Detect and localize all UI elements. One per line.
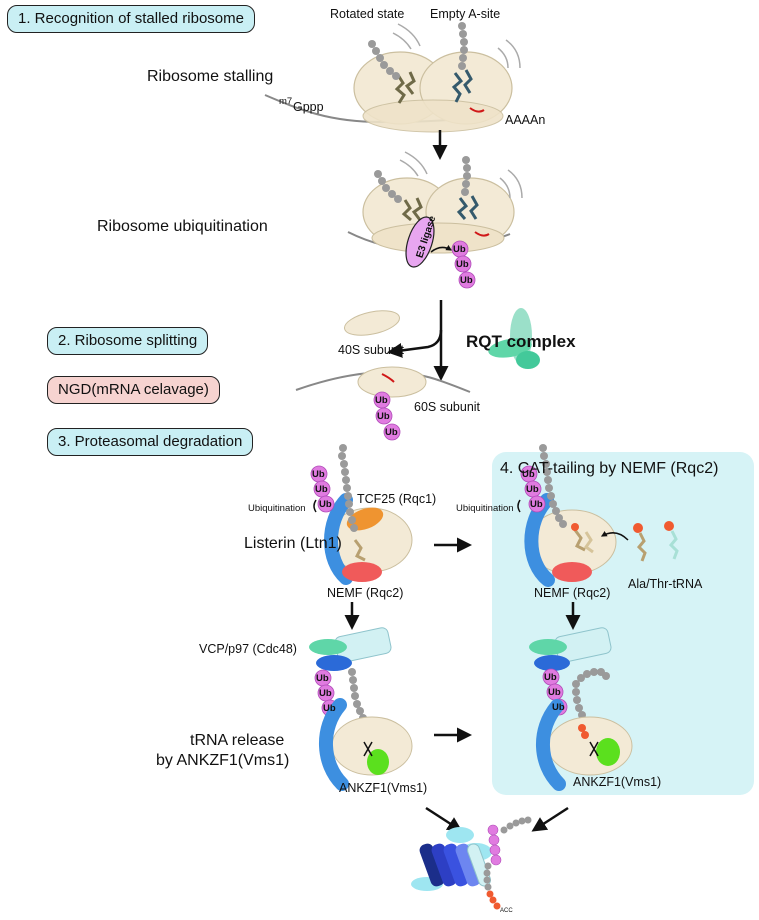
ub-label: Ub: [526, 484, 539, 495]
nemf-label-left: NEMF (Rqc2): [327, 586, 404, 600]
e3-ligase-shape: [405, 216, 435, 268]
ankzf1-complex-left: [319, 698, 413, 791]
ngd-label: NGD(mRNA celavage): [47, 376, 220, 404]
ub-label: Ub: [453, 244, 466, 255]
listerin-label: Listerin (Ltn1): [244, 535, 342, 552]
ribosome-ubiquitination-label: Ribosome ubiquitination: [97, 218, 268, 235]
ub-label: Ub: [456, 259, 469, 270]
ala-thr-trna-label: Ala/Thr-tRNA: [628, 577, 703, 591]
ub-label: Ub: [319, 688, 332, 699]
ubiquitinated-ribosomes: [347, 151, 523, 254]
ankzf1-label-left: ANKZF1(Vms1): [339, 781, 428, 795]
ub-label: Ub: [548, 687, 561, 698]
ub-label: Ub: [530, 499, 543, 510]
60s-subunit-shape: [295, 366, 471, 398]
ub-label: Ub: [377, 411, 390, 422]
ub-label: Ub: [375, 395, 388, 406]
40s-subunit-label: 40S subunit: [338, 343, 405, 357]
arrow-left-to-proteasome: [425, 806, 463, 832]
ub-chain-top: [451, 240, 476, 289]
ala-thr-trna-shapes: [633, 521, 679, 562]
rqt-complex-shape: [488, 308, 540, 369]
empty-asite-label: Empty A-site: [430, 7, 501, 21]
40s-subunit-shape: [344, 310, 400, 336]
stalled-ribosomes: [264, 23, 521, 133]
ub-chain-right: [520, 465, 546, 513]
m7-superscript: m7: [279, 96, 293, 107]
ub-label: Ub: [460, 275, 473, 286]
nascent-chain-mid: [374, 156, 471, 203]
ubiquitination-bracket-right: [517, 499, 521, 513]
nascent-chain-left: [338, 444, 358, 532]
ub-chain-proteasome: [487, 824, 502, 866]
e3-arrow: [430, 244, 453, 253]
ubiquitination-label-left: Ubiquitination: [248, 503, 306, 514]
rqc-complex-left: [324, 493, 413, 585]
vcp-label: VCP/p97 (Cdc48): [199, 642, 297, 656]
section-3-label: 3. Proteasomal degradation: [47, 428, 254, 456]
ankzf1-label-right: ANKZF1(Vms1): [573, 775, 662, 789]
trna-delivery-arrow: [600, 531, 629, 541]
section-1-label: 1. Recognition of stalled ribosome: [7, 5, 255, 33]
ub-label: Ub: [316, 673, 329, 684]
ankzf1-complex-right: [536, 699, 633, 791]
section-4-label: 4. CAT-tailing by NEMF (Rqc2): [500, 460, 719, 477]
nascent-chain-vcp-right: [572, 668, 610, 719]
trna-release-label-line2: by ANKZF1(Vms1): [156, 752, 290, 769]
nascent-chain-proteasome: [483, 816, 532, 910]
ub-label: Ub: [323, 703, 336, 714]
ribosome-stalling-label: Ribosome stalling: [147, 68, 274, 85]
nascent-chain-right: [539, 444, 567, 528]
ub-chain-left: [310, 465, 335, 513]
60s-subunit-label: 60S subunit: [414, 400, 481, 414]
gppp-label: Gppp: [293, 100, 324, 114]
section-2-label: 2. Ribosome splitting: [47, 327, 209, 355]
vcp-complex-right: [529, 627, 612, 671]
ub-chain-60s: [373, 391, 401, 441]
acc-label: ACC: [500, 908, 513, 914]
aaaan-label: AAAAn: [505, 113, 546, 127]
rqc-complex-right: [524, 493, 617, 587]
rotated-state-label: Rotated state: [330, 7, 405, 21]
vcp-complex-left: [309, 627, 392, 671]
nemf-label-right: NEMF (Rqc2): [534, 586, 611, 600]
ub-label: Ub: [552, 702, 565, 713]
ub-label: Ub: [385, 427, 398, 438]
nascent-chain-top: [368, 22, 468, 80]
ub-label: Ub: [315, 484, 328, 495]
ub-label: Ub: [312, 469, 325, 480]
ub-label: Ub: [522, 469, 535, 480]
proteasome-shape: [411, 827, 492, 891]
trna-release-label-line1: tRNA release: [190, 732, 285, 749]
rqt-complex-label: RQT complex: [466, 332, 576, 351]
ubiquitination-bracket-left: [313, 499, 317, 513]
tcf25-label: TCF25 (Rqc1): [357, 492, 437, 506]
arrow-right-to-proteasome: [531, 806, 569, 832]
ub-label: Ub: [319, 499, 332, 510]
ubiquitination-label-right: Ubiquitination: [456, 503, 514, 514]
ub-label: Ub: [544, 672, 557, 683]
